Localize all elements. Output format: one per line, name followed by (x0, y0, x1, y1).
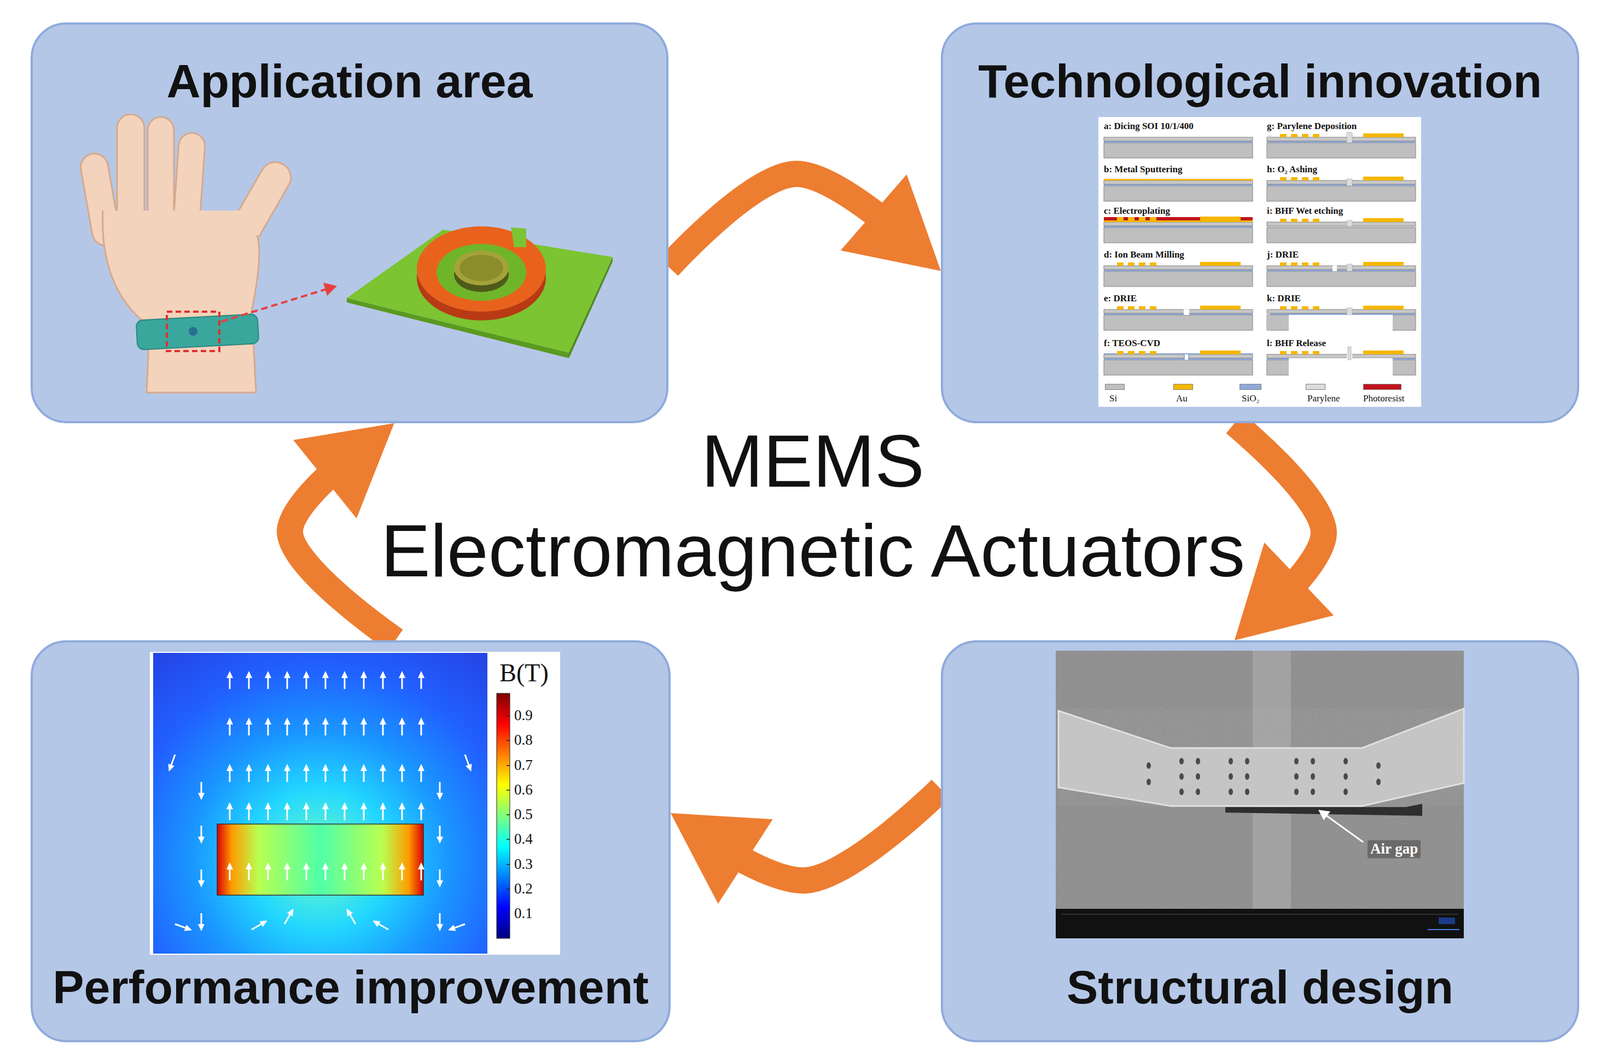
legend-label: SiO₂ (1241, 393, 1260, 405)
process-step-label: a: Dicing SOI 10/1/400 (1103, 120, 1194, 132)
colorbar-tick: 0.2 (514, 880, 533, 898)
process-flow-figure (1098, 117, 1422, 407)
application-box: Application area (30, 22, 669, 424)
structure-box: Structural design (940, 640, 1580, 1043)
process-step-label: k: DRIE (1266, 293, 1301, 305)
box-heading: Structural design (1066, 960, 1454, 1015)
center-title: MEMS (701, 423, 925, 499)
center-title: Electromagnetic Actuators (380, 513, 1245, 589)
process-step-label: f: TEOS-CVD (1103, 338, 1161, 349)
box-heading: Technological innovation (978, 54, 1542, 109)
colorbar-tick: 0.7 (514, 757, 533, 775)
process-step-label: g: Parylene Deposition (1266, 120, 1357, 132)
legend-label: Parylene (1307, 393, 1340, 405)
process-step-label: b: Metal Sputtering (1103, 164, 1183, 176)
process-step-label: i: BHF Wet etching (1266, 205, 1343, 217)
legend-swatch (1363, 384, 1402, 391)
performance-box: Performance improvement (30, 640, 671, 1043)
arrow-head (1234, 542, 1334, 641)
legend-swatch (1305, 384, 1326, 391)
cycle-arrow (289, 423, 396, 641)
arrow-shaft (289, 423, 396, 641)
cycle-arrow (1234, 423, 1334, 641)
process-step-label: e: DRIE (1103, 293, 1137, 305)
colorbar-tick: 0.5 (514, 806, 533, 824)
process-step-label: d: Ion Beam Milling (1103, 249, 1185, 261)
actuator-illustration (346, 226, 613, 359)
cycle-arrow (668, 173, 941, 271)
legend-swatch (1239, 384, 1262, 391)
process-step-label: h: O₂ Ashing (1266, 164, 1318, 176)
legend-label: Au (1176, 393, 1188, 405)
colorbar-tick: 0.6 (514, 781, 533, 799)
process-step-label: c: Electroplating (1103, 205, 1171, 217)
field-plot (149, 652, 561, 956)
callout-label: Air gap (1367, 840, 1421, 859)
box-heading: Performance improvement (52, 960, 649, 1015)
arrow-head (293, 423, 394, 519)
colorbar-tick: 0.9 (514, 707, 533, 725)
process-step-label: l: BHF Release (1266, 338, 1326, 349)
legend-swatch (1173, 384, 1194, 391)
cycle-arrow (670, 789, 941, 905)
sem-image (1055, 650, 1464, 939)
process-step-label: j: DRIE (1266, 249, 1299, 261)
colorbar-tick: 0.3 (514, 856, 533, 874)
arrow-head (670, 813, 773, 905)
technology-box: Technological innovation (940, 22, 1580, 424)
arrow-head (840, 174, 941, 271)
arrow-shaft (668, 173, 941, 271)
legend-label: Photoresist (1363, 393, 1405, 405)
colorbar-tick: 0.1 (514, 905, 533, 923)
colorbar-tick: 0.4 (514, 831, 533, 849)
box-heading: Application area (166, 54, 533, 109)
legend-swatch (1104, 384, 1125, 391)
axis-unit: B(T) (499, 659, 549, 689)
colorbar-tick: 0.8 (514, 732, 533, 750)
legend-label: Si (1109, 393, 1117, 405)
hand-illustration (78, 114, 337, 393)
